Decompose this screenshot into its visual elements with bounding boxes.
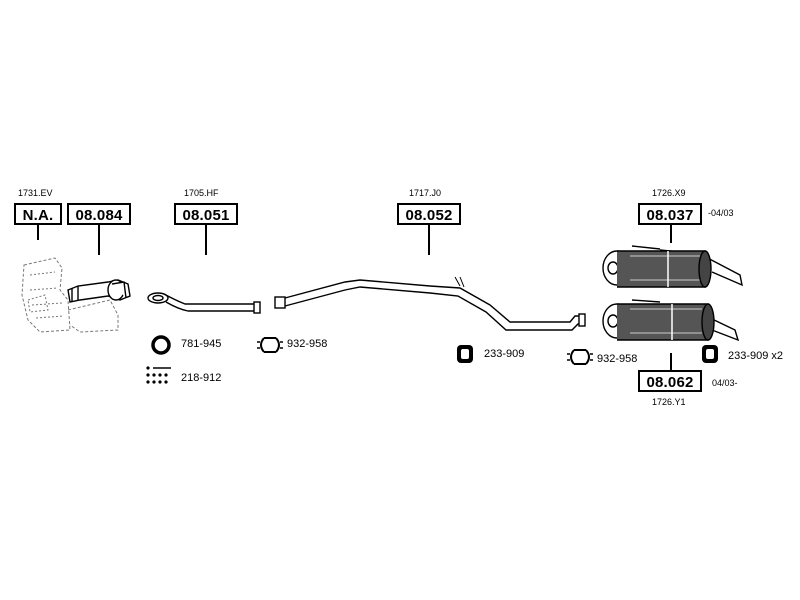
part-number-box[interactable]: 08.037 [638, 203, 702, 225]
accessory-code[interactable]: 218-912 [181, 372, 222, 384]
manifold-drawing [21, 257, 119, 333]
oe-number-label: 1717.J0 [409, 188, 442, 198]
rubber-mount-icon [457, 345, 473, 363]
oe-number-label: 1726.Y1 [652, 397, 686, 407]
accessory-code[interactable]: 233-909 x2 [728, 350, 784, 362]
accessory-code[interactable]: 932-958 [287, 338, 328, 350]
part-number-box[interactable]: 08.052 [397, 203, 461, 225]
accessory-code[interactable]: 781-945 [181, 338, 222, 350]
bolt-set-icon [146, 366, 171, 384]
rear-silencer-lower-drawing [602, 299, 740, 342]
clamp-icon [567, 349, 593, 365]
rubber-mount-icon [702, 345, 718, 363]
leader-line [98, 225, 100, 255]
gasket-ring-icon [151, 335, 171, 355]
oe-number-label: 1705.HF [184, 188, 219, 198]
date-range-label: -04/03 [708, 208, 734, 218]
leader-line [428, 225, 430, 255]
oe-number-label: 1726.X9 [652, 188, 686, 198]
leader-line [37, 225, 39, 240]
date-range-label: 04/03- [712, 378, 738, 388]
accessory-code[interactable]: 233-909 [484, 348, 525, 360]
rear-silencer-upper-drawing [602, 245, 743, 288]
intermediate-pipe-drawing [147, 292, 261, 314]
part-number-box[interactable]: 08.062 [638, 370, 702, 392]
clamp-icon [257, 337, 283, 353]
leader-line [205, 225, 207, 255]
part-number-box[interactable]: 08.051 [174, 203, 238, 225]
centre-pipe-drawing [274, 276, 586, 331]
accessory-code[interactable]: 932-958 [597, 353, 638, 365]
part-number-box[interactable]: 08.084 [67, 203, 131, 225]
part-number-box[interactable]: N.A. [14, 203, 62, 225]
oe-number-label: 1731.EV [18, 188, 53, 198]
leader-line [670, 353, 672, 370]
front-pipe-drawing [67, 279, 131, 303]
leader-line [670, 225, 672, 243]
